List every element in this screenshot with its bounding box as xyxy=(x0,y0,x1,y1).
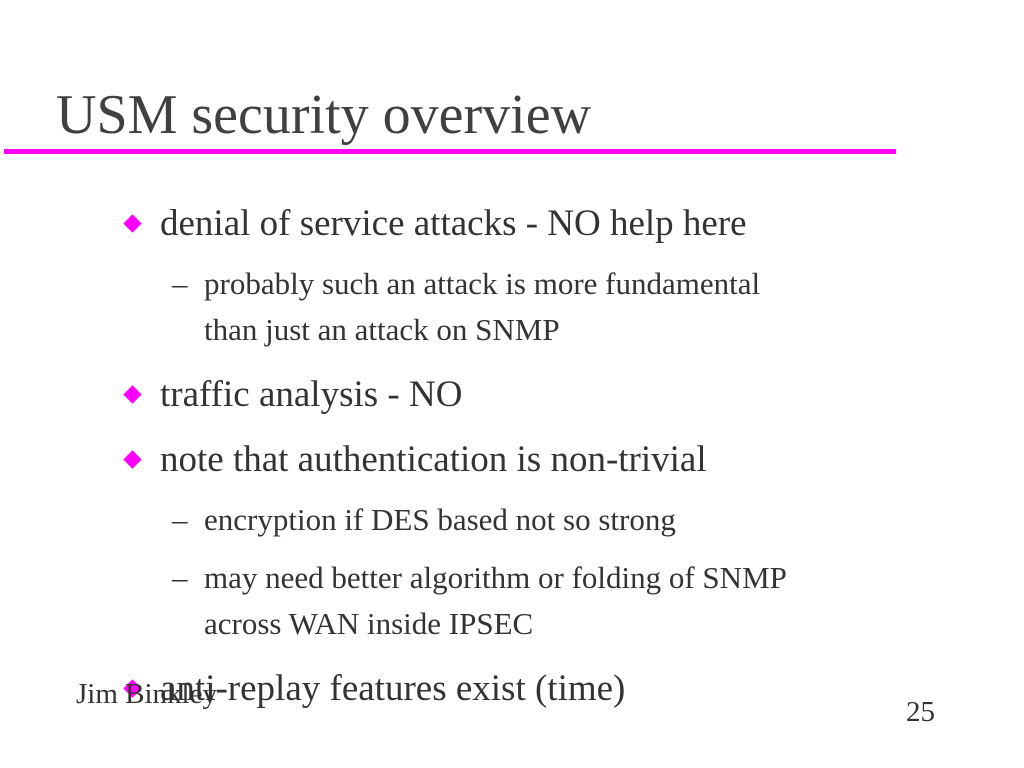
sub-bullet-line: may need better algorithm or folding of … xyxy=(204,560,787,595)
bullet-text: traffic analysis - NO xyxy=(160,374,463,415)
title-underline xyxy=(4,149,896,154)
footer-author: Jim Binkley xyxy=(76,678,217,710)
diamond-bullet-icon xyxy=(123,385,142,404)
sub-bullet-line: encryption if DES based not so strong xyxy=(204,502,676,537)
dash-marker: – xyxy=(172,502,188,537)
sub-bullet-line: than just an attack on SNMP xyxy=(204,312,560,347)
dash-marker: – xyxy=(172,560,188,595)
sub-bullet-line: probably such an attack is more fundamen… xyxy=(204,266,761,301)
sub-bullet-line: across WAN inside IPSEC xyxy=(204,606,534,641)
bullet-text: denial of service attacks - NO help here xyxy=(160,203,747,244)
bullet-text: anti-replay features exist (time) xyxy=(160,668,626,709)
slide-title: USM security overview xyxy=(56,84,592,146)
diamond-bullet-icon xyxy=(123,214,142,233)
bullet-text: note that authentication is non-trivial xyxy=(160,439,707,480)
diamond-bullet-icon xyxy=(123,450,142,469)
page-number: 25 xyxy=(906,696,935,728)
dash-marker: – xyxy=(172,266,188,301)
